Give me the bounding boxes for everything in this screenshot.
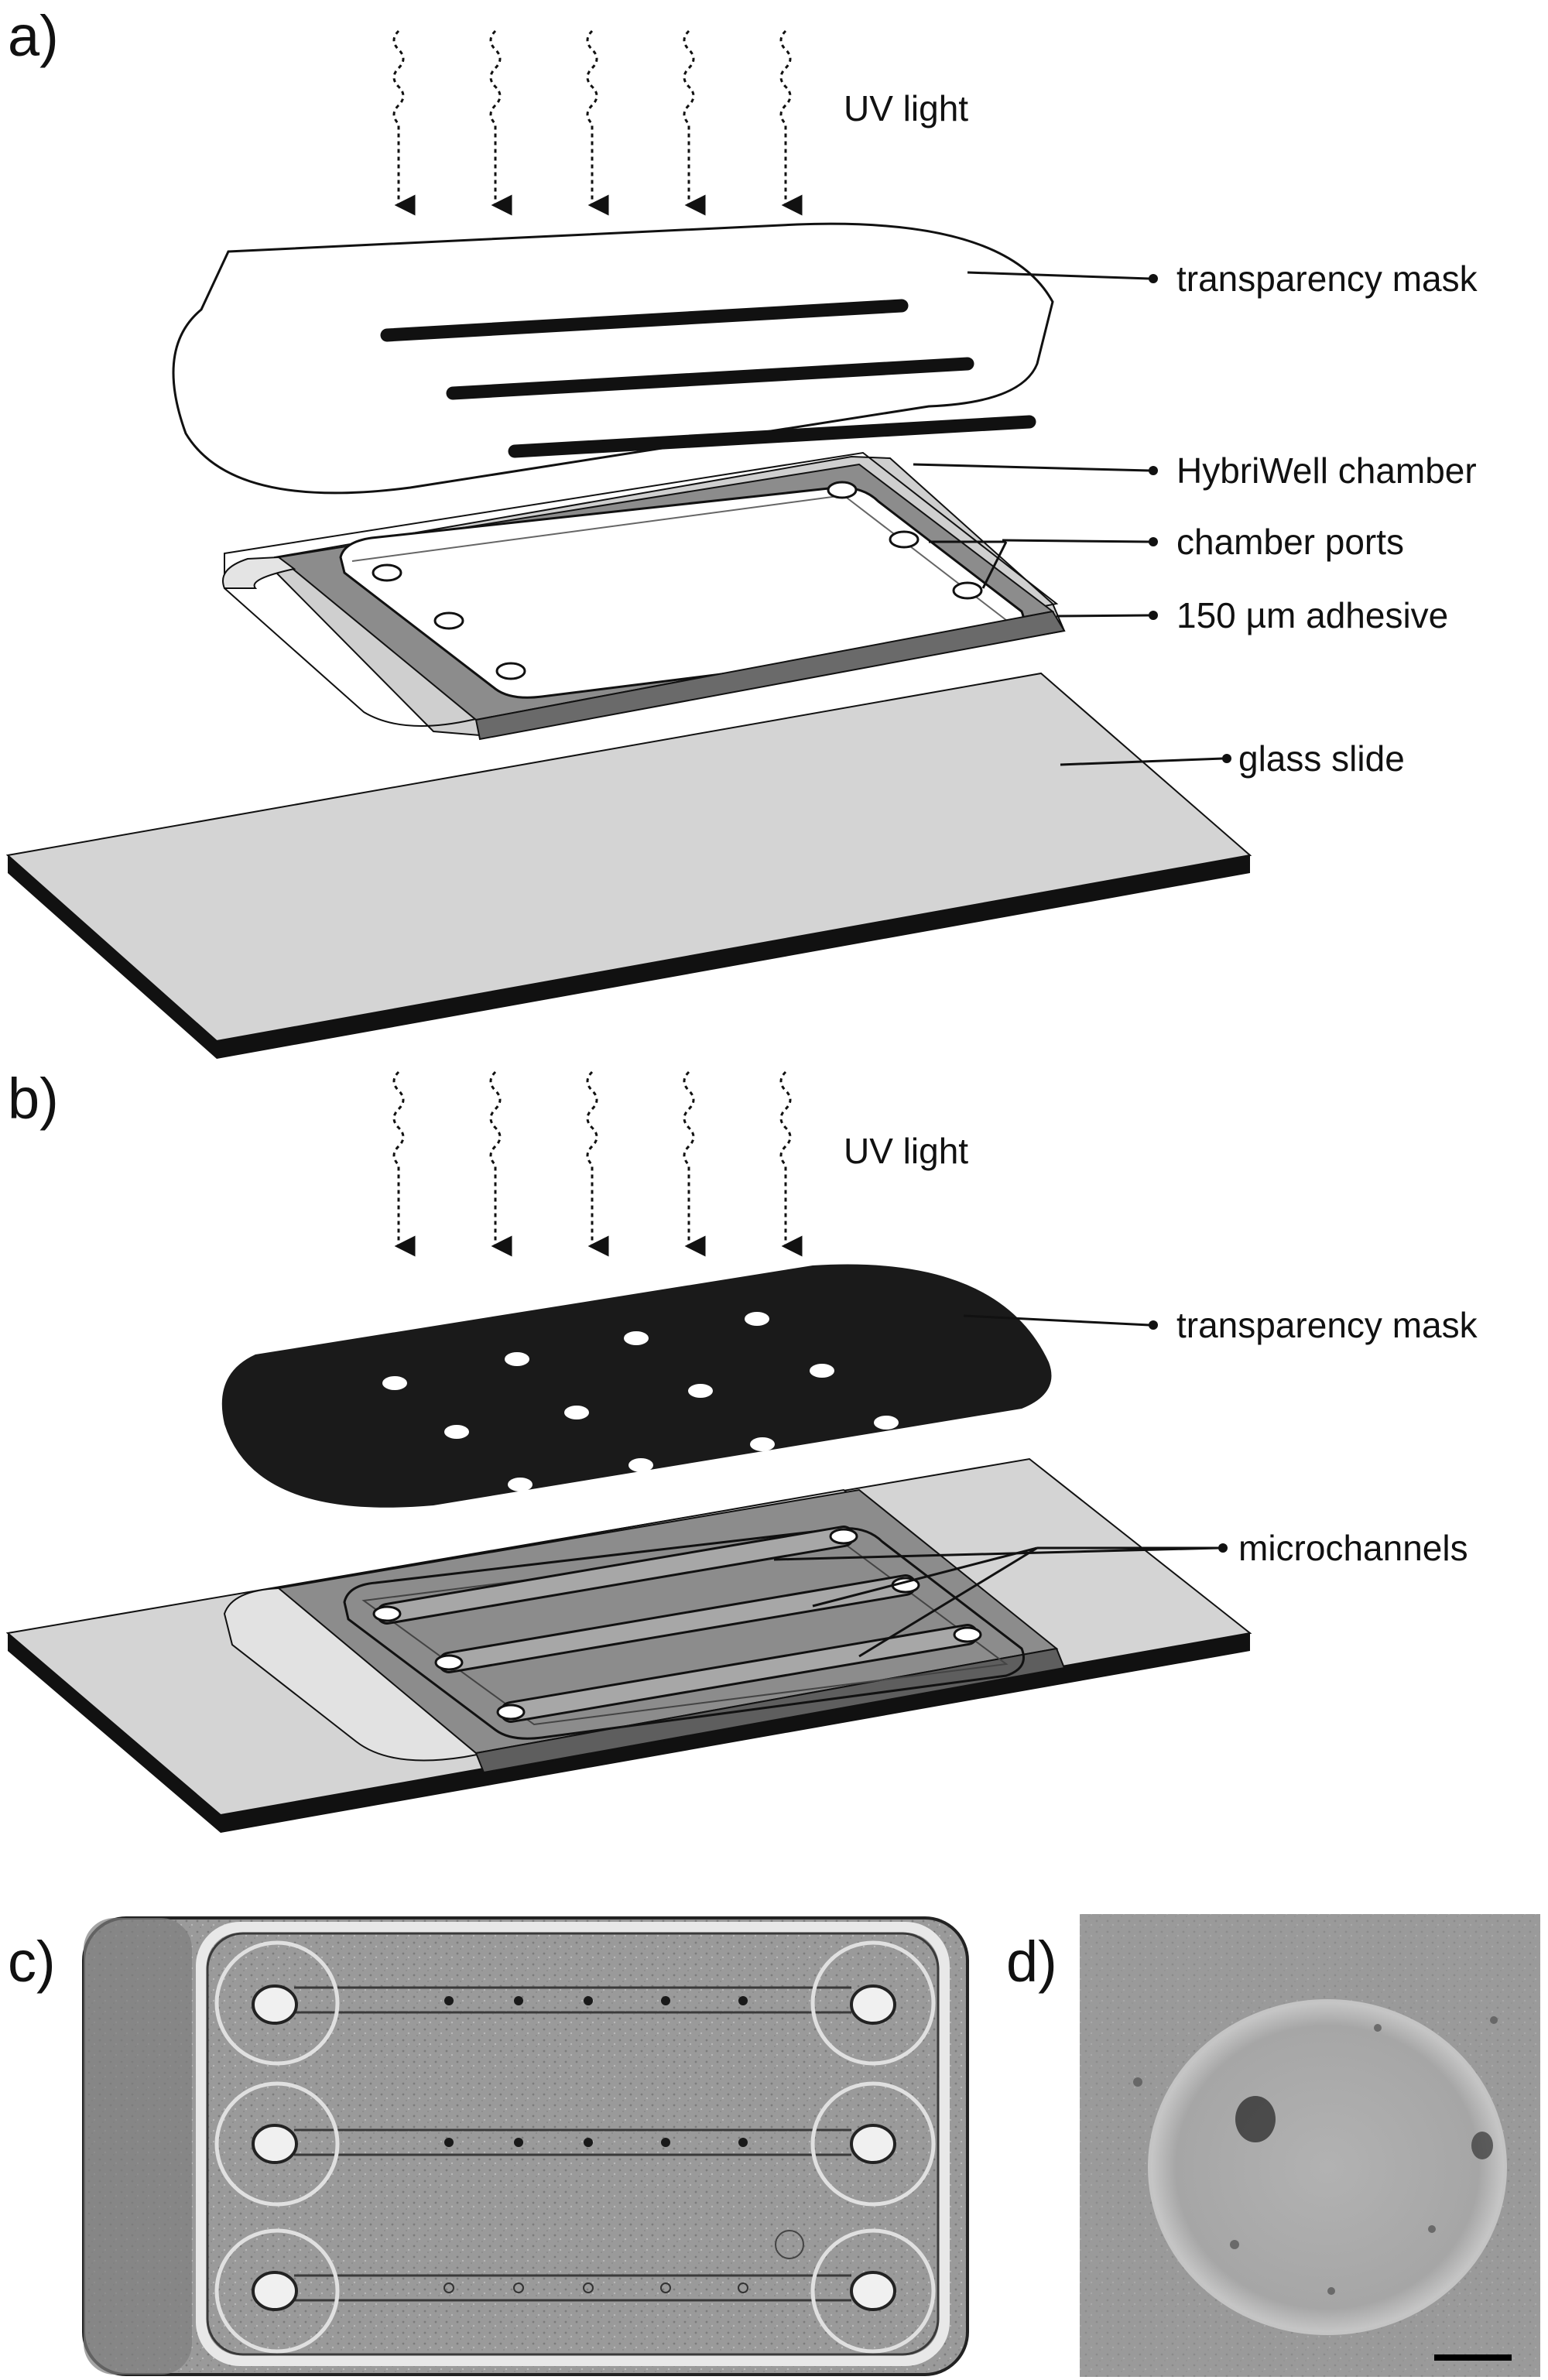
port-plug <box>252 2271 298 2311</box>
label-transparency-mask-a: transparency mask <box>1176 259 1478 299</box>
mask-stripe <box>508 415 1036 458</box>
leader-dots-b <box>1149 1320 1228 1553</box>
port-well <box>214 1940 340 2066</box>
mask-stripe <box>446 357 974 400</box>
spot <box>514 1996 523 2005</box>
mask-hole <box>505 1352 529 1366</box>
microchannel <box>502 1626 976 1721</box>
mask-hole <box>628 1458 653 1472</box>
chamber-adhesive-edge <box>474 610 1066 741</box>
mask-hole <box>382 1376 407 1390</box>
chamber-port <box>889 530 920 549</box>
uv-label-a: UV light <box>844 88 968 128</box>
uv-arrows-b <box>392 1070 803 1257</box>
label-microchannels: microchannels <box>1238 1528 1468 1568</box>
spot <box>738 2138 748 2147</box>
glass-slide-a <box>5 672 1252 1059</box>
spot <box>513 2282 524 2293</box>
spot <box>661 1996 670 2005</box>
uv-arrow <box>392 1070 416 1257</box>
chamber-port <box>372 1605 402 1622</box>
mask-stripe <box>380 299 909 342</box>
hybriwell-chamber-a <box>222 451 1066 741</box>
panel-d: d) <box>1006 1914 1540 2377</box>
label-glass-slide: glass slide <box>1238 738 1405 779</box>
spot-region <box>1148 1999 1507 2335</box>
chamber-port <box>953 1626 982 1643</box>
port-plug <box>850 2124 896 2164</box>
spot <box>444 2282 454 2293</box>
microchannel <box>440 1577 914 1671</box>
spot <box>584 2138 593 2147</box>
chamber-port <box>434 1654 464 1671</box>
mask-hole <box>508 1478 533 1491</box>
micrograph-spot <box>1080 1914 1540 2377</box>
uv-arrow <box>586 29 609 216</box>
chamber-port <box>496 1704 526 1721</box>
leader-lines-a <box>913 271 1224 766</box>
port-well <box>214 2081 340 2207</box>
mask-hole <box>750 1437 775 1451</box>
panel-b-letter: b) <box>8 1067 59 1131</box>
mask-hole <box>624 1331 649 1345</box>
spot <box>444 1996 454 2005</box>
spot <box>583 2282 594 2293</box>
port-well <box>810 2081 936 2207</box>
chamber-port <box>433 611 464 630</box>
mask-hole <box>810 1364 834 1378</box>
panel-a-letter: a) <box>8 4 59 68</box>
port-plug <box>850 1984 896 2025</box>
port-plug <box>252 1984 298 2025</box>
chamber-port <box>495 662 526 680</box>
panel-c: c) <box>8 1916 969 2376</box>
uv-arrow <box>392 29 416 216</box>
uv-arrow <box>683 29 706 216</box>
spot <box>584 1996 593 2005</box>
mask-hole <box>688 1384 713 1398</box>
mask-hole <box>874 1416 899 1430</box>
panel-c-letter: c) <box>8 1930 56 1994</box>
port-well <box>810 2228 936 2354</box>
spot <box>514 2138 523 2147</box>
uv-arrow <box>779 29 803 216</box>
uv-arrow <box>779 1070 803 1257</box>
chamber-port <box>829 1528 858 1545</box>
chamber-port <box>372 563 402 582</box>
panel-b: b) UV light <box>5 1067 1478 1833</box>
label-chamber-ports: chamber ports <box>1176 522 1404 562</box>
spot <box>660 2282 671 2293</box>
transparency-mask-b <box>221 1264 1052 1508</box>
uv-label-b: UV light <box>844 1131 968 1171</box>
panel-d-letter: d) <box>1006 1930 1057 1994</box>
label-transparency-mask-b: transparency mask <box>1176 1305 1478 1345</box>
label-hybriwell-chamber: HybriWell chamber <box>1176 450 1477 491</box>
port-well <box>214 2228 340 2354</box>
uv-arrows-a <box>392 29 803 216</box>
uv-arrow <box>683 1070 706 1257</box>
spot <box>444 2138 454 2147</box>
label-adhesive: 150 µm adhesive <box>1176 595 1448 635</box>
mask-hole <box>444 1425 469 1439</box>
scale-bar <box>1434 2354 1512 2361</box>
uv-arrow <box>489 29 512 216</box>
leader-lines-b <box>773 1314 1220 1658</box>
spot <box>738 2282 748 2293</box>
transparency-mask-a <box>172 222 1054 495</box>
uv-arrow <box>586 1070 609 1257</box>
port-well <box>810 1940 936 2066</box>
chamber-port <box>952 581 983 600</box>
panel-a: a) UV light <box>5 4 1478 1059</box>
spot <box>661 2138 670 2147</box>
port-plug <box>252 2124 298 2164</box>
microchannel <box>378 1528 852 1622</box>
mask-hole <box>745 1312 769 1326</box>
spot <box>738 1996 748 2005</box>
mask-hole <box>564 1406 589 1419</box>
micrograph-device <box>82 1916 969 2376</box>
chamber-port <box>827 481 858 499</box>
leader-dots-a <box>1149 274 1231 763</box>
port-plug <box>850 2271 896 2311</box>
uv-arrow <box>489 1070 512 1257</box>
